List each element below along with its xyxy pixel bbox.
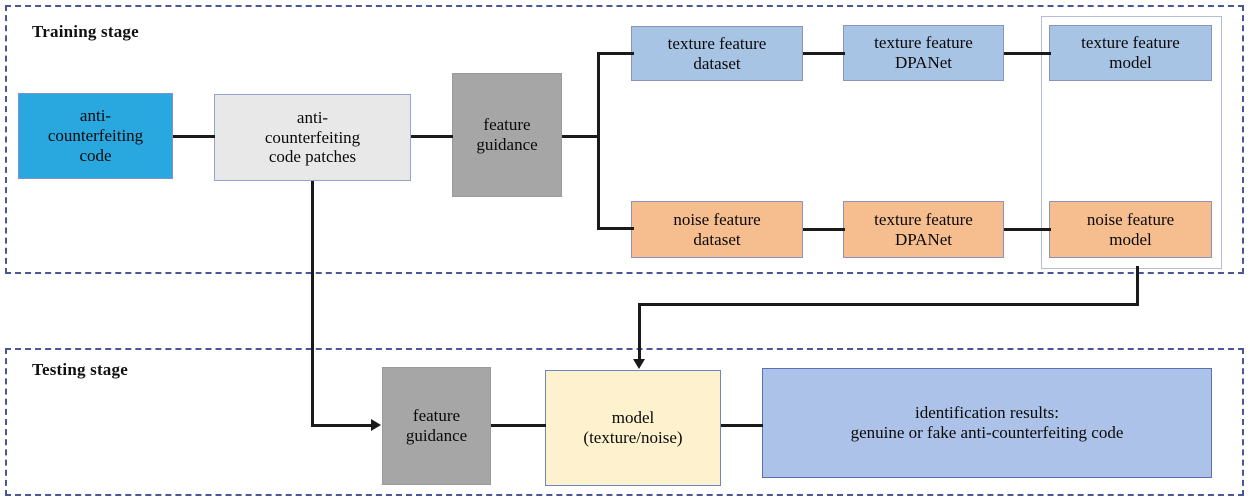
node-model-texture-noise-text: model(texture/noise)	[583, 408, 683, 447]
connector-noise-dataset-to-dpanet	[803, 228, 845, 231]
connector-models-left	[638, 303, 1139, 306]
node-model-texture-noise: model(texture/noise)	[545, 370, 721, 486]
connector-split-to-noise-dataset	[597, 227, 634, 230]
connector-texture-dpanet-to-model	[1004, 52, 1051, 55]
connector-guidance-to-model-testing	[491, 424, 546, 427]
connector-model-to-identification	[721, 424, 763, 427]
connector-code-to-patches	[173, 135, 215, 138]
connector-texture-dataset-to-dpanet	[803, 52, 845, 55]
connector-patches-to-feature-guidance	[411, 135, 453, 138]
connector-patches-to-testing-guidance	[311, 424, 373, 427]
models-group-outline	[1041, 16, 1222, 269]
node-identification-results-text: identification results:genuine or fake a…	[850, 403, 1124, 442]
testing-stage-container	[5, 348, 1244, 496]
connector-models-down-to-testing	[638, 303, 641, 361]
connector-split-vertical	[597, 52, 600, 230]
connector-models-down	[1136, 266, 1139, 306]
training-stage-container	[5, 5, 1244, 274]
testing-stage-label: Testing stage	[32, 360, 128, 379]
connector-feature-guidance-stem	[562, 135, 600, 138]
connector-noise-dpanet-to-model	[1004, 228, 1051, 231]
connector-split-to-texture-dataset	[597, 52, 634, 55]
arrow-into-model-testing	[633, 359, 645, 369]
connector-patches-down	[311, 181, 314, 427]
node-identification-results: identification results:genuine or fake a…	[762, 368, 1212, 478]
training-stage-label: Training stage	[32, 22, 139, 41]
arrow-into-feature-guidance-testing	[371, 419, 381, 431]
